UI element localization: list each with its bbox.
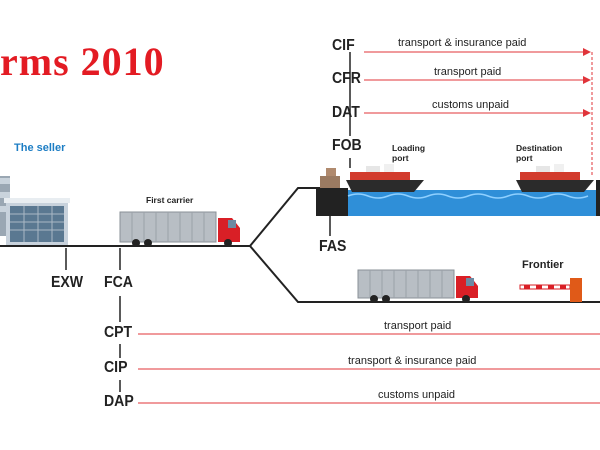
term-fob: FOB: [332, 137, 362, 154]
term-cpt: CPT: [104, 324, 133, 341]
seller-building-icon: [0, 176, 70, 246]
term-cip: CIP: [104, 359, 128, 376]
cif-arrow-label: transport & insurance paid: [398, 37, 527, 49]
loading-quay: [316, 188, 348, 216]
cargo-boxes-icon: [320, 176, 340, 188]
loading-port-label: Loading port: [392, 143, 425, 163]
dat-arrow-label: customs unpaid: [432, 99, 510, 111]
first-carrier-truck-icon: [119, 211, 240, 247]
loading-ship-icon: [346, 164, 424, 192]
term-cfr: CFR: [332, 70, 361, 87]
cip-line-label: transport & insurance paid: [348, 355, 477, 367]
destination-port-line2: port: [516, 153, 533, 163]
first-carrier-label: First carrier: [146, 195, 194, 205]
dap-line-label: customs unpaid: [378, 389, 456, 401]
term-dat: DAT: [332, 104, 360, 121]
term-cif: CIF: [332, 37, 355, 54]
second-truck-icon: [357, 269, 478, 303]
loading-port-line2: port: [392, 153, 409, 163]
destination-port-label: Destination port: [516, 143, 562, 163]
term-fas: FAS: [319, 238, 347, 255]
destination-ship-icon: [516, 164, 594, 192]
land-route-line: [249, 245, 600, 303]
cfr-arrow-label: transport paid: [434, 66, 502, 78]
term-fca: FCA: [104, 274, 133, 291]
frontier-label: Frontier: [522, 259, 564, 271]
cpt-line-label: transport paid: [384, 320, 452, 332]
loading-port-line1: Loading: [392, 143, 426, 153]
seller-label: The seller: [14, 142, 66, 154]
destination-port-line1: Destination: [516, 143, 563, 153]
term-dap: DAP: [104, 393, 134, 410]
frontier-barrier-icon: [519, 278, 582, 302]
diagram-title: rms 2010: [0, 39, 165, 84]
sea-route-line: [249, 187, 320, 247]
term-exw: EXW: [51, 274, 84, 291]
